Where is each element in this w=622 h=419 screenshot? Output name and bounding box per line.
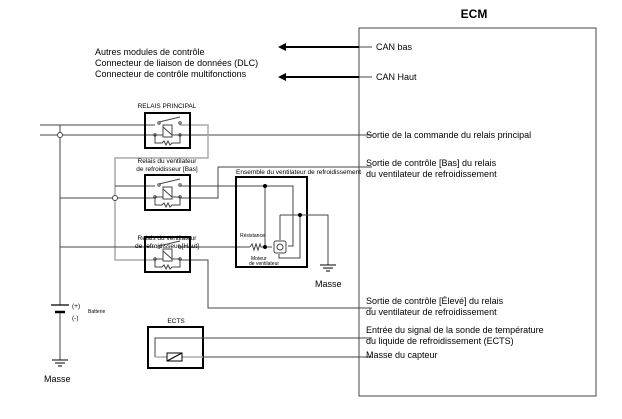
ecm-title: ECM (461, 7, 488, 21)
battery-minus: (-) (72, 315, 79, 322)
main-relay (144, 112, 191, 149)
low-relay-label-1: Relais du ventilateur (138, 158, 198, 165)
fan-assembly-wiring (249, 184, 329, 265)
pin-ects-in-1: Entrée du signal de la sonde de températ… (366, 325, 544, 335)
pin-low-relay-out-2: du ventilateur de refroidissement (366, 169, 497, 179)
battery-icon (51, 304, 69, 367)
battery-label: Batterie (88, 309, 105, 315)
ects-label: ECTS (167, 318, 185, 325)
pin-high-relay-out-2: du ventilateur de refroidissement (366, 307, 497, 317)
battery-plus: (+) (72, 303, 80, 310)
fan-assembly-box (235, 176, 308, 268)
low-fan-relay (144, 174, 191, 211)
low-relay-label-2: de refroidisseur [Bas] (136, 166, 198, 173)
can-target-1: Autres modules de contrôle (95, 47, 205, 57)
pin-can-low: CAN bas (376, 42, 413, 52)
motor-label-2: de ventilateur (249, 261, 279, 267)
fan-ground-label: Masse (315, 279, 342, 289)
pin-high-relay-out-1: Sortie de contrôle [Élevé] du relais (366, 296, 504, 306)
pin-low-relay-out-1: Sortie de contrôle [Bas] du relais (366, 158, 497, 168)
pin-sensor-ground: Masse du capteur (366, 350, 438, 360)
resistance-label: Résistance (240, 233, 265, 239)
fan-motor-icon (273, 240, 287, 254)
can-high-line (278, 73, 359, 81)
battery-ground-label: Masse (44, 374, 71, 384)
ecm-box (358, 27, 597, 397)
pin-can-high: CAN Haut (376, 72, 417, 82)
pin-ects-in-2: du liquide de refroidissement (ECTS) (366, 336, 514, 346)
high-relay-label-1: Relais du ventilateur (138, 235, 198, 242)
can-target-2: Connecteur de liaison de données (DLC) (95, 58, 258, 68)
fan-ground-icon (320, 264, 336, 272)
ects-box (147, 326, 204, 369)
ects-wiring (154, 337, 359, 358)
can-low-line (278, 43, 359, 51)
fan-assembly-label: Ensemble du ventilateur de refroidisseme… (236, 169, 361, 176)
main-relay-label: RELAIS PRINCIPAL (138, 103, 197, 110)
high-relay-label-2: de refroidisseur [Haut] (135, 243, 199, 250)
motor-label-1: Moteur (251, 256, 267, 262)
thermistor-icon (166, 352, 183, 362)
wiring (40, 124, 359, 309)
pin-main-relay-out: Sortie de la commande du relais principa… (366, 130, 531, 140)
can-target-3: Connecteur de contrôle multifonctions (95, 69, 247, 79)
